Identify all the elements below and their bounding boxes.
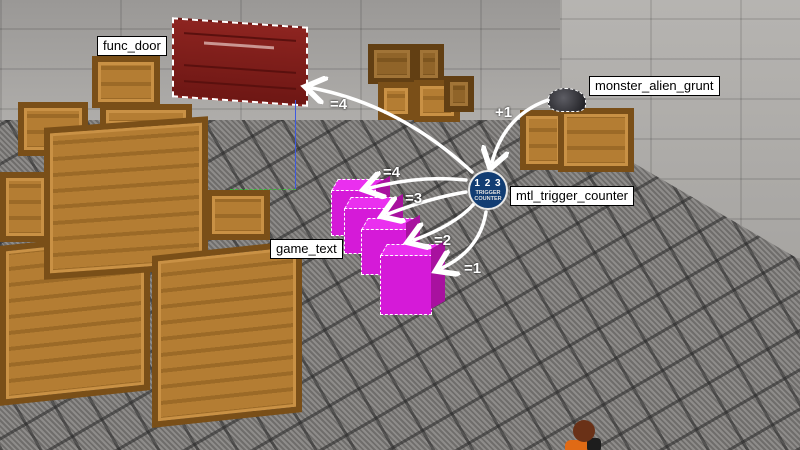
player-character (565, 420, 601, 450)
arrow-label-text-eq3: =3 (405, 190, 423, 207)
arrow-label-text-eq4: =4 (383, 164, 401, 181)
monster-alien-grunt-label: monster_alien_grunt (589, 76, 720, 96)
x-axis-line (230, 189, 296, 191)
counter-digits: 1 2 3 (474, 178, 502, 189)
trigger-counter-label: mtl_trigger_counter (510, 186, 634, 206)
arrow-label-plus1: +1 (495, 104, 513, 121)
crate (0, 172, 50, 242)
crate (558, 108, 634, 172)
counter-text-line1: TRIGGER (475, 190, 501, 196)
game-text-entity-1[interactable] (380, 240, 445, 315)
z-axis-line (295, 100, 296, 190)
arrow-label-text-eq1: =1 (464, 260, 482, 277)
game-text-label: game_text (270, 239, 343, 259)
arrow-label-door-eq4: =4 (330, 96, 348, 113)
monster-alien-grunt-entity[interactable] (548, 88, 586, 112)
arrow-label-text-eq2: =2 (434, 232, 452, 249)
crate (206, 190, 270, 240)
counter-text-line2: COUNTER (474, 196, 502, 202)
crate (368, 44, 416, 84)
crate (444, 76, 474, 112)
crate (414, 44, 444, 84)
trigger-counter-icon[interactable]: 1 2 3 TRIGGER COUNTER (468, 170, 508, 210)
func-door-label: func_door (97, 36, 167, 56)
